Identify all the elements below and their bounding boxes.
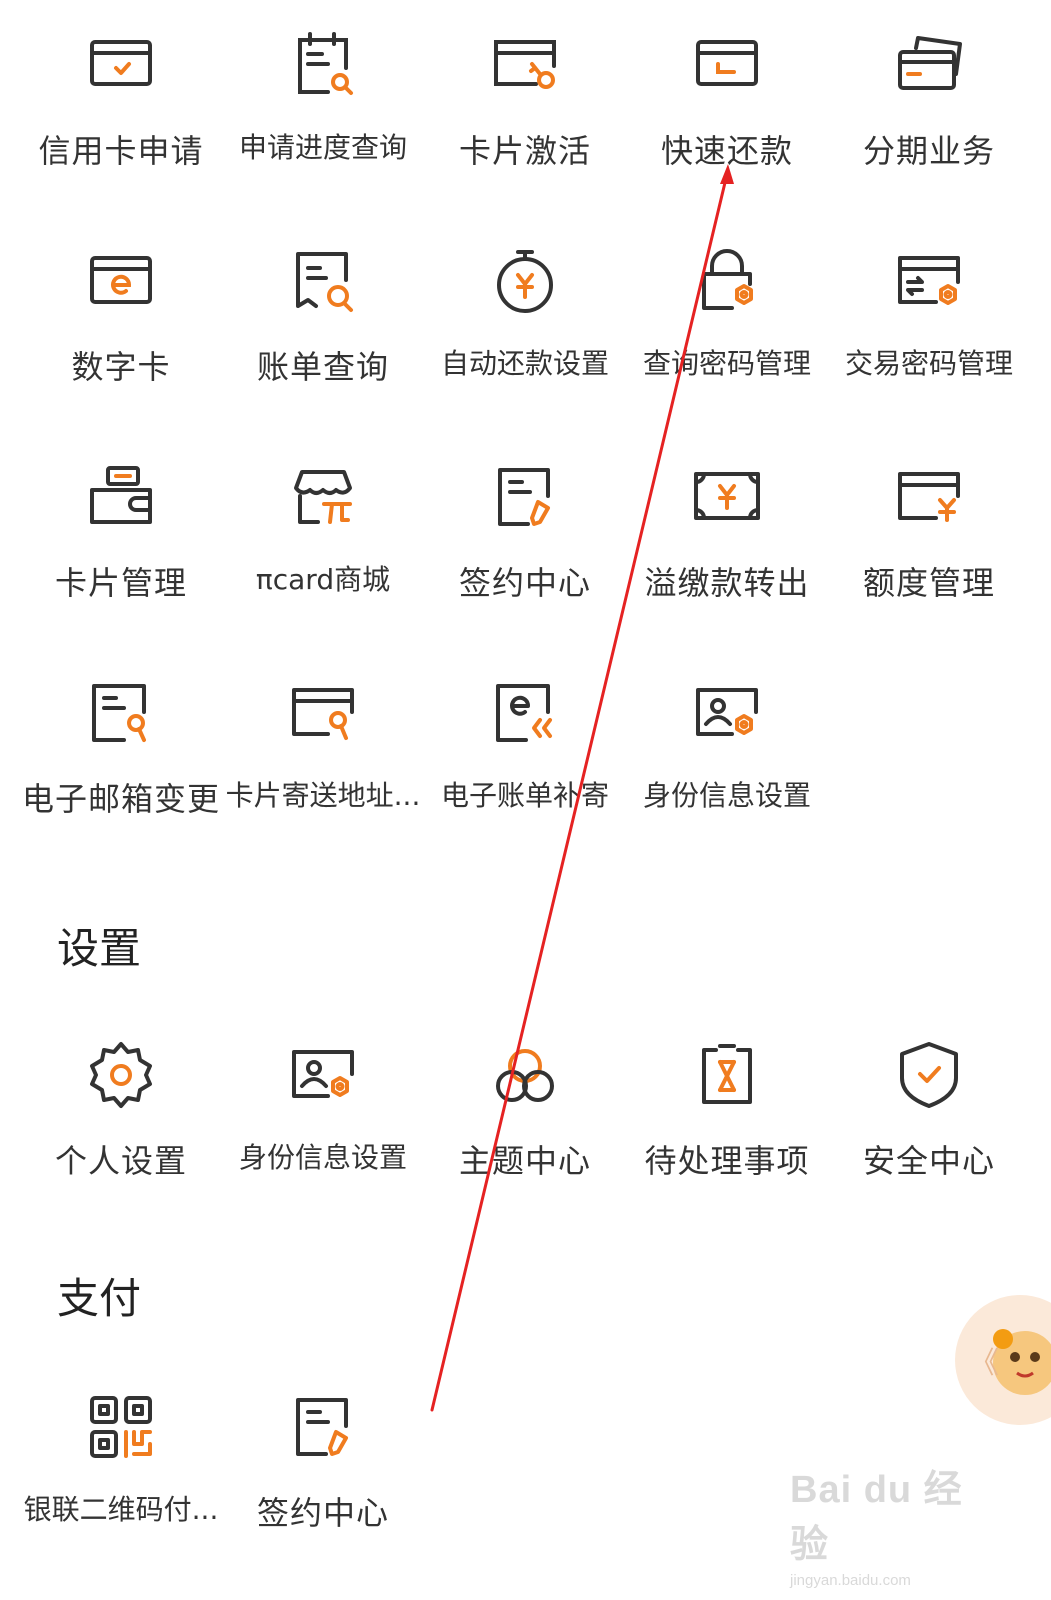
settings-label: 个人设置	[54, 1142, 187, 1180]
service-label: 电子账单补寄	[440, 779, 609, 812]
service-signing-center[interactable]: 签约中心	[424, 432, 626, 648]
payment-section-title: 支付	[57, 1274, 142, 1323]
bill-search-icon	[288, 246, 358, 316]
card-check-icon	[86, 30, 156, 100]
service-ebill-resend[interactable]: 电子账单补寄	[424, 648, 626, 864]
floating-assistant-button[interactable]: 《	[955, 1295, 1051, 1425]
baidu-jingyan-watermark: Bai du 经验 jingyan.baidu.com	[790, 1458, 990, 1589]
theme-circles-icon	[490, 1040, 560, 1110]
settings-section-title: 设置	[57, 924, 142, 973]
settings-label: 待处理事项	[644, 1142, 810, 1180]
settings-pending-items[interactable]: 待处理事项	[626, 1010, 828, 1226]
payment-signing-center[interactable]: 签约中心	[222, 1362, 424, 1562]
service-label: 签约中心	[458, 564, 591, 602]
settings-grid: 个人设置 身份信息设置 主题中心 待处理事项 安全中心	[20, 1010, 1030, 1226]
service-quick-repayment[interactable]: 快速还款	[626, 0, 828, 216]
service-label: 额度管理	[862, 564, 995, 602]
service-label: 数字卡	[71, 348, 171, 386]
service-label: 分期业务	[862, 132, 995, 170]
card-pay-icon	[692, 30, 762, 100]
service-transaction-password[interactable]: 交易密码管理	[828, 216, 1030, 432]
service-card-management[interactable]: 卡片管理	[20, 432, 222, 648]
card-exchange-hex-icon	[894, 246, 964, 316]
banknote-yuan-icon	[692, 462, 762, 532]
settings-personal[interactable]: 个人设置	[20, 1010, 222, 1226]
doc-wrench-icon	[86, 678, 156, 748]
service-label: 卡片管理	[54, 564, 187, 602]
service-label: πcard商城	[255, 563, 391, 596]
settings-identity-info[interactable]: 身份信息设置	[222, 1010, 424, 1226]
service-credit-limit[interactable]: 额度管理	[828, 432, 1030, 648]
card-wrench-icon	[288, 678, 358, 748]
service-card-mailing-address[interactable]: 卡片寄送地址...	[222, 648, 424, 864]
id-card-hex-icon	[692, 678, 762, 748]
service-card-activation[interactable]: 卡片激活	[424, 0, 626, 216]
service-label: 快速还款	[660, 132, 793, 170]
service-label: 信用卡申请	[38, 132, 204, 170]
settings-label: 安全中心	[862, 1142, 995, 1180]
doc-search-icon	[288, 30, 358, 100]
cards-stack-icon	[894, 30, 964, 100]
service-label: 自动还款设置	[440, 347, 609, 380]
service-auto-repayment[interactable]: 自动还款设置	[424, 216, 626, 432]
service-credit-card-apply[interactable]: 信用卡申请	[20, 0, 222, 216]
payment-unionpay-qr[interactable]: 银联二维码付...	[20, 1362, 222, 1562]
settings-label: 主题中心	[458, 1142, 591, 1180]
ebill-resend-icon	[490, 678, 560, 748]
payment-grid: 银联二维码付... 签约中心	[20, 1362, 1030, 1562]
service-label: 身份信息设置	[642, 779, 811, 812]
qr-code-icon	[86, 1392, 156, 1462]
shop-icon	[288, 462, 358, 532]
service-label: 申请进度查询	[238, 131, 407, 164]
service-label: 账单查询	[256, 348, 389, 386]
id-card-hex-icon	[288, 1040, 358, 1110]
services-grid: 信用卡申请 申请进度查询 卡片激活 快速还款 分期业务 数字卡 账单查询 自	[20, 0, 1030, 864]
service-label: 电子邮箱变更	[21, 780, 220, 818]
service-label: 溢缴款转出	[644, 564, 810, 602]
wallet-icon	[86, 462, 156, 532]
service-label: 交易密码管理	[844, 347, 1013, 380]
service-query-password[interactable]: 查询密码管理	[626, 216, 828, 432]
clipboard-hourglass-icon	[692, 1040, 762, 1110]
service-label: 卡片寄送地址...	[225, 779, 421, 812]
service-identity-info[interactable]: 身份信息设置	[626, 648, 828, 864]
digital-card-icon	[86, 246, 156, 316]
gear-icon	[86, 1040, 156, 1110]
watermark-logo: Bai du 经验	[790, 1469, 963, 1566]
settings-label: 身份信息设置	[238, 1141, 407, 1174]
card-key-icon	[490, 30, 560, 100]
shield-check-icon	[894, 1040, 964, 1110]
service-label: 卡片激活	[458, 132, 591, 170]
watermark-url: jingyan.baidu.com	[790, 1572, 911, 1589]
doc-pen-icon	[288, 1392, 358, 1462]
stopwatch-yuan-icon	[490, 246, 560, 316]
service-overpayment-transfer[interactable]: 溢缴款转出	[626, 432, 828, 648]
service-bill-query[interactable]: 账单查询	[222, 216, 424, 432]
service-application-progress[interactable]: 申请进度查询	[222, 0, 424, 216]
service-email-change[interactable]: 电子邮箱变更	[20, 648, 222, 864]
doc-pen-icon	[490, 462, 560, 532]
mascot-icon: 《	[969, 1329, 1051, 1395]
payment-label: 签约中心	[256, 1494, 389, 1532]
svg-text:《: 《	[969, 1346, 999, 1381]
lock-hex-icon	[692, 246, 762, 316]
payment-label: 银联二维码付...	[23, 1493, 219, 1526]
service-label: 查询密码管理	[642, 347, 811, 380]
service-digital-card[interactable]: 数字卡	[20, 216, 222, 432]
settings-theme-center[interactable]: 主题中心	[424, 1010, 626, 1226]
service-installment[interactable]: 分期业务	[828, 0, 1030, 216]
card-yuan-icon	[894, 462, 964, 532]
settings-security-center[interactable]: 安全中心	[828, 1010, 1030, 1226]
service-pi-card-mall[interactable]: πcard商城	[222, 432, 424, 648]
